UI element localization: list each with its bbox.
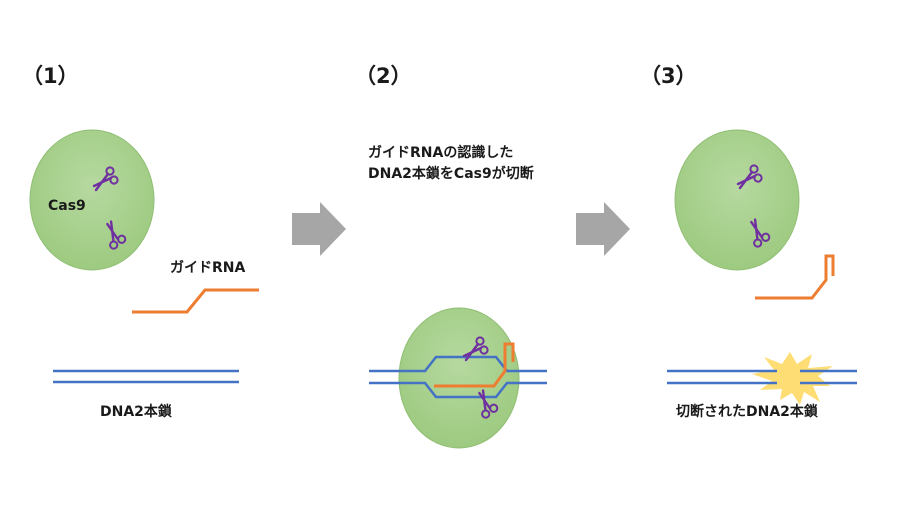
dna-strand-top xyxy=(369,355,547,373)
guide-rna-strand xyxy=(755,254,835,300)
cut-dna-label: 切断されたDNA2本鎖 xyxy=(676,404,818,420)
guide-rna-strand xyxy=(132,288,259,314)
step-2-caption-line2: DNA2本鎖をCas9が切断 xyxy=(368,166,534,182)
burst-icon xyxy=(752,352,833,405)
cas9-label: Cas9 xyxy=(48,198,86,214)
step-1-number: （1） xyxy=(22,64,79,88)
step-1-panel xyxy=(29,129,259,384)
dna-label: DNA2本鎖 xyxy=(100,404,172,420)
step-2-caption-line1: ガイドRNAの認識した xyxy=(368,145,514,161)
arrow-right-icon xyxy=(292,202,346,256)
dna-strand-bottom xyxy=(369,381,547,399)
guide-rna-label: ガイドRNA xyxy=(170,260,246,276)
step-2-panel xyxy=(369,307,547,449)
step-2-number: （2） xyxy=(355,64,412,88)
step-3-number: （3） xyxy=(640,64,697,88)
step-3-panel xyxy=(667,129,857,405)
arrow-right-icon xyxy=(576,202,630,256)
cas9-protein xyxy=(674,129,800,271)
guide-rna-strand xyxy=(434,342,515,388)
